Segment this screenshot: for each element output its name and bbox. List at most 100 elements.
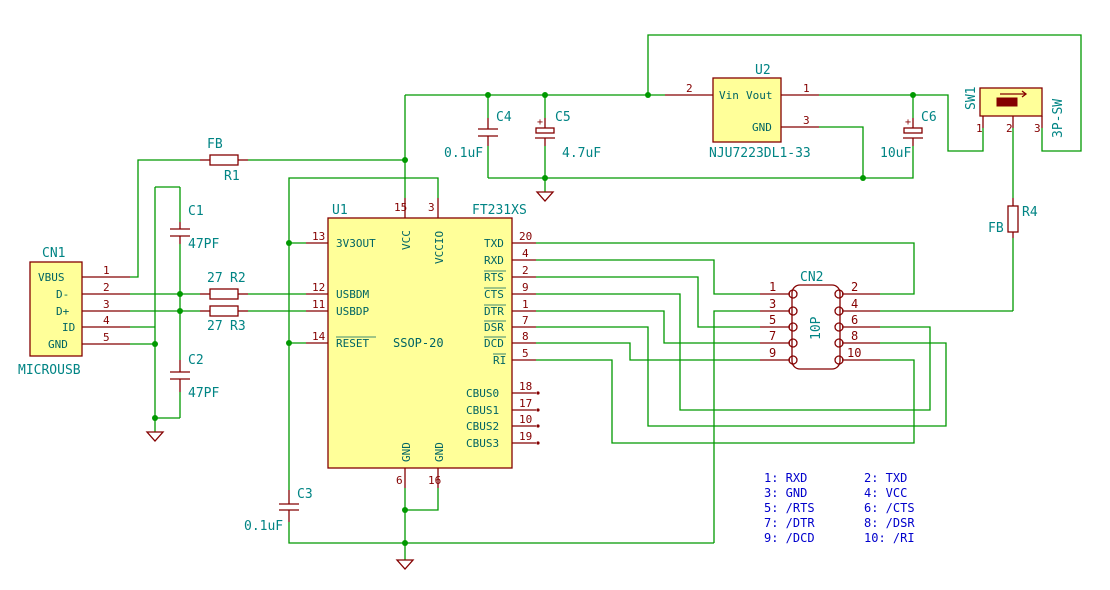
c6-value: 10uF	[880, 146, 911, 161]
cn2-ref: CN2	[800, 270, 823, 285]
u1-pin-label: CBUS1	[466, 404, 499, 417]
u1-pin-number: 9	[522, 281, 529, 294]
u1-pin-label: USBDM	[336, 288, 369, 301]
u1-pin-number: 13	[312, 230, 325, 243]
capacitor-c3[interactable]: C3 0.1uF	[244, 487, 313, 534]
cn2-pin-number: 1	[769, 280, 776, 294]
u1-pin-number: 6	[396, 474, 403, 487]
u1-pin-number: 11	[312, 298, 325, 311]
c3-ref: C3	[297, 487, 313, 502]
cn2-pin-number: 6	[851, 313, 858, 327]
u2-pin-number: 3	[803, 114, 810, 127]
resistor-r2[interactable]: 27 R2	[200, 271, 248, 300]
c3-value: 0.1uF	[244, 519, 283, 534]
u1-pin-number: 2	[522, 264, 529, 277]
r1-ref: R1	[224, 169, 240, 184]
cn1-pin-label: VBUS	[38, 271, 65, 284]
capacitor-c6[interactable]: + C6 10uF	[880, 110, 937, 161]
resistor-r3[interactable]: 27 R3	[200, 305, 248, 334]
u1-pin-label: DCD	[484, 337, 504, 350]
u1-pin-label: CBUS0	[466, 387, 499, 400]
u1-pin-label: DTR	[484, 305, 504, 318]
ic-u1[interactable]: U1 FT231XS SSOP-20 3V3OUT USBDM USBDP RE…	[306, 198, 540, 488]
u2-pin-label: Vout	[746, 89, 773, 102]
u1-pin-label: RI	[493, 354, 506, 367]
c4-ref: C4	[496, 110, 512, 125]
u1-pin-label: USBDP	[336, 305, 369, 318]
cn1-pin-number: 3	[103, 298, 110, 311]
ground-icon	[535, 191, 555, 202]
u1-pin-number: 18	[519, 380, 532, 393]
cn1-pin-label: ID	[62, 321, 75, 334]
capacitor-c2[interactable]: C2 47PF	[170, 353, 219, 401]
c5-ref: C5	[555, 110, 571, 125]
u1-pin-label: CTS	[484, 288, 504, 301]
u1-pin-number: 4	[522, 247, 529, 260]
connector-cn2[interactable]: CN2 10P 1 3 5 7 9 2 4 6 8 10	[760, 270, 880, 365]
cn2-pins	[760, 289, 880, 365]
capacitor-c4[interactable]: C4 0.1uF	[444, 110, 512, 161]
capacitor-c1[interactable]: C1 47PF	[170, 204, 219, 252]
legend-right: 4: VCC	[864, 486, 907, 500]
wires	[130, 34, 1082, 560]
u1-pin-number: 1	[522, 298, 529, 311]
svg-text:+: +	[537, 117, 543, 128]
legend-left: 5: /RTS	[764, 501, 815, 515]
r4-value: FB	[988, 221, 1004, 236]
u1-pin-number: 5	[522, 347, 529, 360]
cn2-value: 10P	[809, 316, 824, 340]
u1-pin-number: 10	[519, 413, 532, 426]
sw1-value: 3P-SW	[1051, 99, 1066, 138]
u1-pin-label: VCC	[400, 230, 413, 250]
u1-pin-number: 3	[428, 201, 435, 214]
u1-right-pins	[512, 242, 540, 445]
svg-text:+: +	[905, 117, 911, 128]
cn1-pin-label: GND	[48, 338, 68, 351]
cn1-value: MICROUSB	[18, 363, 81, 378]
u1-pin-label: GND	[433, 442, 446, 462]
u1-pin-label: DSR	[484, 321, 504, 334]
c1-value: 47PF	[188, 237, 219, 252]
legend-right: 10: /RI	[864, 531, 915, 545]
u1-pin-number: 8	[522, 330, 529, 343]
u1-pin-label: RXD	[484, 254, 504, 267]
u1-pin-label: RESET	[336, 337, 369, 350]
connector-cn1[interactable]: CN1 MICROUSB VBUS D- D+ ID GND 1 2 3 4 5	[18, 246, 130, 378]
sw1-pin-number: 2	[1006, 122, 1013, 135]
u1-pin-label: TXD	[484, 237, 504, 250]
sw1-ref: SW1	[964, 87, 979, 110]
junctions	[152, 92, 916, 546]
legend-right: 8: /DSR	[864, 516, 915, 530]
u1-pin-label: 3V3OUT	[336, 237, 376, 250]
cn2-pin-number: 4	[851, 297, 858, 311]
u1-pin-label: GND	[400, 442, 413, 462]
cn1-pin-number: 2	[103, 281, 110, 294]
u1-package: SSOP-20	[393, 336, 444, 350]
resistor-r4[interactable]: R4 FB	[988, 198, 1038, 238]
c5-value: 4.7uF	[562, 146, 601, 161]
ground-icon	[395, 559, 415, 570]
legend-right: 6: /CTS	[864, 501, 915, 515]
r3-value: 27	[207, 319, 223, 334]
u2-pin-number: 1	[803, 82, 810, 95]
u2-value: NJU7223DL1-33	[709, 146, 811, 161]
r1-value: FB	[207, 137, 223, 152]
sw1-pin-number: 1	[976, 122, 983, 135]
cn2-pin-number: 7	[769, 329, 776, 343]
cn1-pin-number: 5	[103, 331, 110, 344]
cn2-pin-number: 9	[769, 346, 776, 360]
cn2-pin-number: 8	[851, 329, 858, 343]
r3-ref: R3	[230, 319, 246, 334]
c4-value: 0.1uF	[444, 146, 483, 161]
switch-sw1[interactable]: SW1 3P-SW 1 2 3	[964, 87, 1066, 138]
cn1-pin-number: 1	[103, 264, 110, 277]
u2-pin-label: Vin	[719, 89, 739, 102]
resistor-r1[interactable]: FB R1	[200, 137, 248, 184]
capacitor-c5[interactable]: + C5 4.7uF	[535, 110, 601, 161]
c2-ref: C2	[188, 353, 204, 368]
u1-pin-label: VCCIO	[433, 231, 446, 264]
u2-pin-label: GND	[752, 121, 772, 134]
regulator-u2[interactable]: U2 NJU7223DL1-33 Vin Vout GND 2 1 3	[665, 63, 819, 161]
cn2-pin-number: 10	[847, 346, 861, 360]
